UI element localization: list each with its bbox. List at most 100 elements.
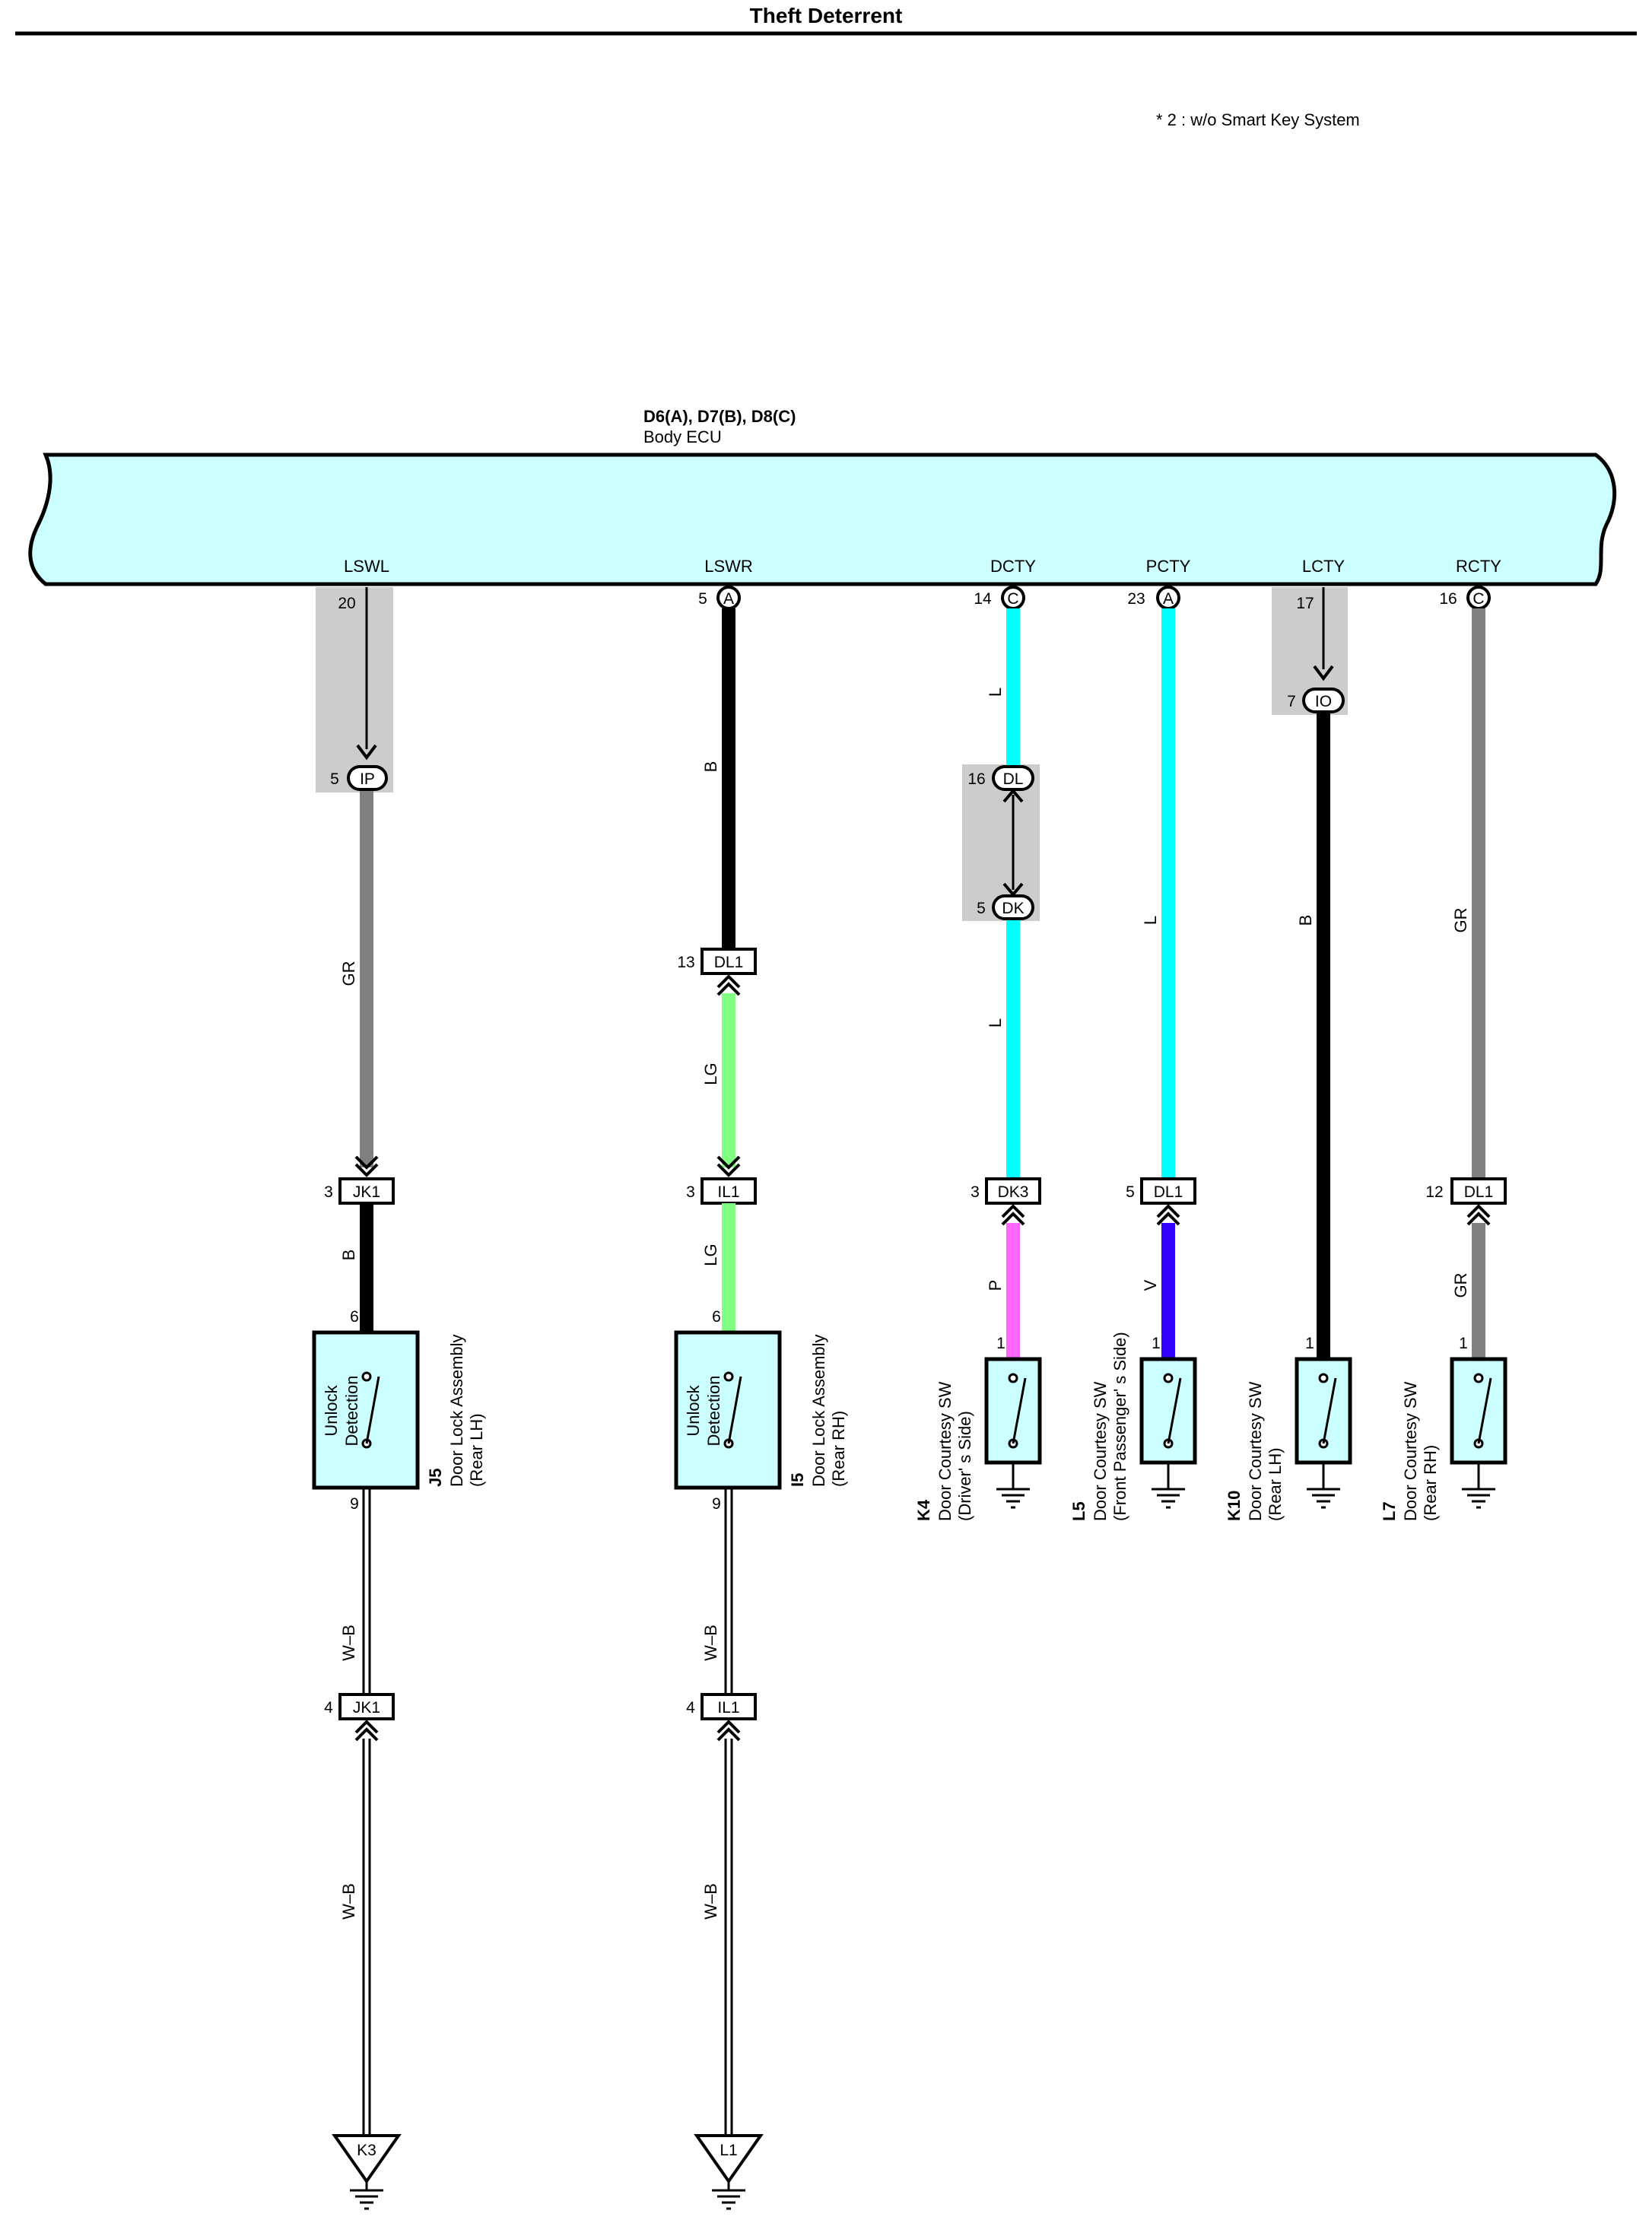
k10-code: K10 [1225,1491,1244,1521]
dl-pin: 16 [967,770,985,788]
k3-label: K3 [357,2142,376,2159]
shade-dl-dk [962,764,1040,921]
dcty-circuit: C 14 L DL 16 DK 5 L DK3 3 P 1 K4 Door Co… [914,586,1042,1521]
wire-label-wb-4: W–B [701,1883,720,1920]
i5-inner1: Unlock [684,1384,703,1436]
k10-pin: 1 [1305,1335,1314,1352]
wire-label-wb-1: W–B [339,1625,358,1661]
wire-label-gr-3: GR [1451,1273,1470,1298]
lcty-circuit: 17 IO 7 B 1 K10 Door Courtesy SW (Rear L… [1225,587,1352,1521]
il1-label-a: IL1 [717,1183,739,1201]
lcty-pin: 17 [1296,595,1314,612]
footnote: * 2 : w/o Smart Key System [1156,110,1360,129]
dk3-label: DK3 [998,1183,1029,1201]
i5-pin-top: 6 [712,1308,721,1326]
rcty-conn-letter: C [1473,590,1484,608]
dk-pin: 5 [977,900,986,917]
wire-label-b-2: B [1296,915,1315,926]
terminal-rcty: RCTY [1456,557,1501,576]
io-pin: 7 [1287,693,1296,710]
wire-label-b: B [701,761,720,773]
dl1-pin-a: 13 [677,954,694,971]
dl-label: DL [1003,770,1024,788]
dk-label: DK [1002,900,1024,917]
dl1-pin-c: 12 [1425,1183,1443,1201]
j5-inner1: Unlock [322,1384,341,1436]
i5-pin-bot: 9 [712,1495,721,1513]
lswr-conn-letter: A [723,590,734,608]
il1-label-b: IL1 [717,1699,739,1717]
io-label: IO [1315,693,1332,710]
wire-label-p: P [986,1280,1005,1291]
wire-label-gr-2: GR [1451,908,1470,933]
ecu-terminals: LSWL LSWR DCTY PCTY LCTY RCTY [344,557,1501,576]
dl1-label-a: DL1 [714,954,744,971]
jk1-pin-a: 3 [324,1183,333,1201]
ip-connector [347,765,388,791]
terminal-lswl: LSWL [344,557,389,576]
jk1-label-b: JK1 [353,1699,380,1717]
ip-pin: 5 [330,770,339,788]
dk-connector [992,894,1034,920]
jk1-connector-b [338,1693,395,1720]
jk1-pin-b: 4 [324,1699,333,1717]
i5-door-lock-assembly [674,1330,782,1490]
l5-sub: (Front Passenger' s Side) [1110,1332,1129,1521]
dl1-label-c: DL1 [1464,1183,1494,1201]
ip-label: IP [360,770,375,788]
jk1-label-a: JK1 [353,1183,380,1201]
wire-label-lg-1: LG [701,1062,720,1085]
lswr-circuit: A 5 B DL1 13 LG IL1 3 LG 6 Unlock Detect… [674,586,848,2210]
lswl-circuit: 20 IP 5 GR JK1 3 B 6 Unlock Detection J5… [312,587,486,2210]
wire-label-v: V [1141,1279,1160,1291]
io-connector [1302,688,1345,713]
i5-sub: (Rear RH) [829,1411,848,1487]
il1-pin-b: 4 [686,1699,695,1717]
wire-label-l-1: L [986,688,1005,697]
il1-connector-b [701,1693,757,1720]
l7-code: L7 [1380,1501,1399,1521]
wire-label-wb-3: W–B [701,1625,720,1661]
j5-pin-top: 6 [350,1308,359,1326]
wire-label-wb-2: W–B [339,1883,358,1920]
wire-label-lg-2: LG [701,1243,720,1266]
wire-label-b: B [339,1250,358,1261]
i5-code: I5 [788,1473,807,1487]
rcty-circuit: C 16 GR DL1 12 GR 1 L7 Door Courtesy SW … [1380,586,1507,1521]
terminal-lcty: LCTY [1302,557,1345,576]
il1-connector-a [701,1177,757,1205]
l7-pin: 1 [1459,1335,1468,1352]
diagram-title: Theft Deterrent [750,4,903,27]
pcty-conn-letter: A [1163,590,1174,608]
i5-inner2: Detection [704,1376,723,1447]
ground-point-k3 [332,2134,402,2184]
i5-name: Door Lock Assembly [809,1334,828,1487]
dl1-pin-b: 5 [1126,1183,1135,1201]
dl1-label-b: DL1 [1154,1183,1183,1201]
j5-sub: (Rear LH) [467,1413,486,1487]
l5-pin: 1 [1152,1335,1161,1352]
k10-sub: (Rear LH) [1266,1447,1285,1521]
l5-name: Door Courtesy SW [1091,1381,1110,1521]
terminal-pcty: PCTY [1146,557,1191,576]
j5-code: J5 [426,1469,445,1487]
pin-20: 20 [338,595,355,612]
wire-label-gr: GR [339,961,358,986]
dcty-pin: 14 [974,590,992,608]
k4-code: K4 [914,1499,933,1521]
k4-pin: 1 [996,1335,1005,1352]
k10-name: Door Courtesy SW [1246,1381,1265,1521]
dk3-connector [985,1177,1041,1205]
dl1-connector-b [1140,1177,1196,1205]
lswr-pin: 5 [698,590,707,608]
terminal-dcty: DCTY [990,557,1036,576]
terminal-lswr: LSWR [704,557,753,576]
wire-label-l-2: L [986,1018,1005,1027]
rcty-pin: 16 [1439,590,1457,608]
ecu-name: Body ECU [643,427,722,446]
j5-inner2: Detection [342,1376,361,1447]
dl1-connector-c [1450,1177,1507,1205]
j5-pin-bot: 9 [350,1495,359,1513]
pcty-circuit: A 23 L DL1 5 V 1 L5 Door Courtesy SW (Fr… [1069,586,1197,1521]
k4-sub: (Driver' s Side) [955,1411,974,1521]
